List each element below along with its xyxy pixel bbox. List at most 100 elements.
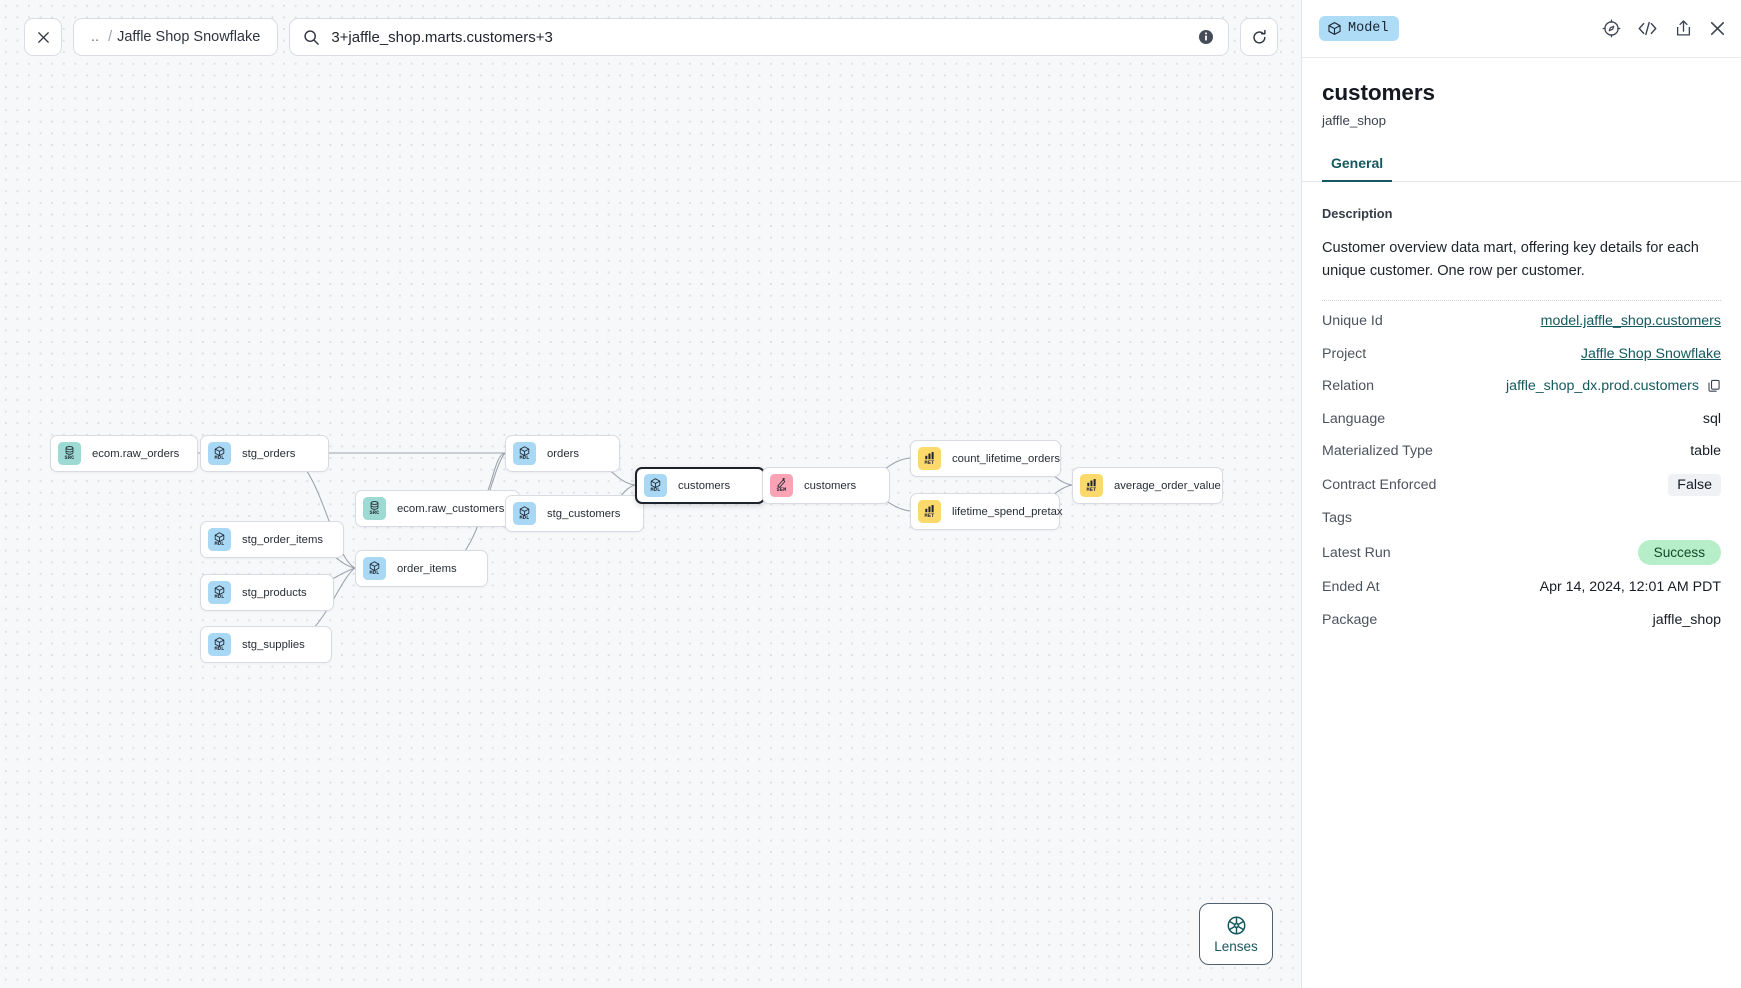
refresh-button[interactable] (1240, 18, 1279, 56)
close-icon[interactable] (1709, 20, 1726, 37)
focus-icon[interactable] (1602, 19, 1621, 38)
field-label: Ended At (1322, 579, 1380, 596)
breadcrumb-project-label: Jaffle Shop Snowflake (117, 29, 261, 45)
field-label: Language (1322, 410, 1386, 427)
lineage-node-stg_order_items[interactable]: MDL stg_order_items (200, 521, 344, 558)
node-type-badge-mdl: MDL (513, 502, 536, 525)
value-chip: False (1668, 473, 1721, 496)
divider (1322, 300, 1721, 302)
lineage-node-customers_model[interactable]: MDL customers (635, 467, 765, 504)
tab-general[interactable]: General (1322, 155, 1393, 182)
search-input[interactable] (331, 28, 1191, 46)
search-icon (304, 29, 320, 45)
lineage-node-order_items[interactable]: MDL order_items (355, 550, 488, 587)
node-type-badge-src: SRC (363, 497, 386, 520)
breadcrumb[interactable]: ../Jaffle Shop Snowflake (73, 18, 279, 56)
node-label: stg_orders (242, 447, 296, 460)
lineage-canvas[interactable]: ../Jaffle Shop Snowflake (0, 0, 1301, 988)
field-label: Relation (1322, 378, 1375, 395)
panel-tabs: General (1302, 155, 1741, 182)
field-ended-at: Ended At Apr 14, 2024, 12:01 AM PDT (1322, 571, 1721, 604)
panel-header: Model (1302, 0, 1741, 58)
node-label: stg_customers (547, 507, 621, 520)
node-label: orders (547, 447, 580, 460)
lenses-label: Lenses (1214, 938, 1258, 954)
value-text: jaffle_shop (1652, 611, 1721, 628)
field-label: Unique Id (1322, 313, 1383, 330)
field-package: Package jaffle_shop (1322, 604, 1721, 637)
breadcrumb-separator: / (108, 29, 113, 45)
value-text: Jaffle Shop Snowflake (1580, 345, 1721, 362)
field-label: Materialized Type (1322, 443, 1433, 460)
node-type-badge-met: MET (918, 447, 941, 470)
close-icon (37, 31, 49, 43)
info-icon[interactable] (1198, 29, 1214, 45)
lineage-node-lifetime_spend_pretax[interactable]: MET lifetime_spend_pretax (910, 493, 1063, 530)
value-text: table (1690, 443, 1721, 460)
share-icon[interactable] (1674, 19, 1693, 38)
field-value: Apr 14, 2024, 12:01 AM PDT (1540, 579, 1721, 595)
field-label: Latest Run (1322, 544, 1391, 561)
aperture-icon (1227, 916, 1245, 934)
field-contract-enforced: Contract Enforced False (1322, 468, 1721, 502)
lineage-node-stg_orders[interactable]: MDL stg_orders (200, 435, 329, 472)
field-value[interactable]: Jaffle Shop Snowflake (1581, 346, 1721, 362)
details-panel: Model custome (1301, 0, 1741, 988)
lineage-node-stg_products[interactable]: MDL stg_products (200, 574, 334, 611)
field-value: jaffle_shop (1653, 612, 1721, 628)
field-value[interactable]: model.jaffle_shop.customers (1541, 313, 1721, 329)
field-project: Project Jaffle Shop Snowflake (1322, 338, 1721, 371)
node-type-badge-mdl: MDL (208, 442, 231, 465)
resource-type-badge: Model (1319, 16, 1399, 41)
field-unique-id: Unique Id model.jaffle_shop.customers (1322, 305, 1721, 338)
node-type-badge-mdl: MDL (208, 581, 231, 604)
field-label: Contract Enforced (1322, 476, 1437, 493)
cube-icon (1328, 22, 1341, 35)
lenses-button[interactable]: Lenses (1199, 903, 1273, 965)
node-label: stg_order_items (242, 533, 323, 546)
node-label: stg_products (242, 586, 307, 599)
node-label: customers (804, 479, 857, 492)
status-badge: Success (1637, 540, 1721, 566)
close-lineage-button[interactable] (24, 18, 62, 56)
code-icon[interactable] (1637, 19, 1658, 38)
refresh-icon (1253, 29, 1266, 44)
field-latest-run: Latest Run Success (1322, 534, 1721, 571)
panel-body: Description Customer overview data mart,… (1302, 182, 1741, 988)
node-label: customers (678, 479, 731, 492)
node-type-badge-mdl: MDL (644, 474, 667, 497)
lineage-node-orders[interactable]: MDL orders (505, 435, 620, 472)
field-label: Package (1322, 611, 1378, 628)
lineage-node-stg_customers[interactable]: MDL stg_customers (505, 495, 644, 532)
field-materialized-type: Materialized Type table (1322, 435, 1721, 468)
field-relation: Relation jaffle_shop_dx.prod.customers (1322, 370, 1721, 403)
field-value: False (1668, 473, 1721, 496)
search-bar[interactable] (289, 18, 1230, 56)
field-value: table (1690, 443, 1721, 459)
field-label: Tags (1322, 509, 1352, 526)
field-tags: Tags (1322, 502, 1721, 535)
node-type-badge-met: MET (918, 500, 941, 523)
node-type-badge-mdl: MDL (513, 442, 536, 465)
field-value[interactable]: jaffle_shop_dx.prod.customers (1506, 378, 1721, 394)
node-type-badge-mdl: MDL (363, 557, 386, 580)
resource-type-label: Model (1348, 21, 1389, 36)
panel-subtitle: jaffle_shop (1322, 113, 1387, 128)
field-label: Project (1322, 345, 1367, 362)
node-label: lifetime_spend_pretax (952, 505, 1063, 518)
node-type-badge-mdl: MDL (208, 528, 231, 551)
field-value: Success (1637, 540, 1721, 566)
node-label: stg_supplies (242, 638, 305, 651)
node-label: order_items (397, 562, 457, 575)
node-label: ecom.raw_orders (92, 447, 180, 460)
copy-icon[interactable] (1707, 379, 1721, 393)
description-text: Customer overview data mart, offering ke… (1322, 240, 1699, 279)
